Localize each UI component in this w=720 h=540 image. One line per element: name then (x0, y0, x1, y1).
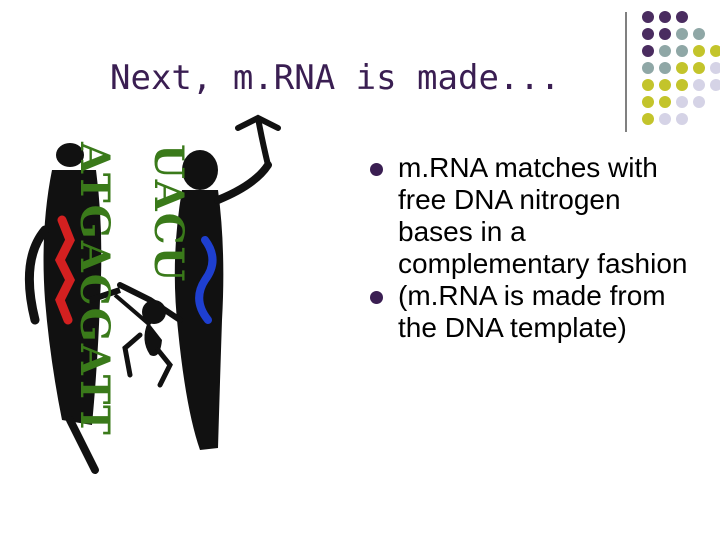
grid-dot (659, 28, 671, 40)
grid-dot (693, 96, 705, 108)
grid-dot (676, 11, 688, 23)
bullet-item: (m.RNA is made from the DNA template) (370, 280, 700, 344)
grid-dot (642, 45, 654, 57)
grid-dot (676, 28, 688, 40)
grid-dot (659, 96, 671, 108)
dna-figure (24, 143, 121, 474)
bullet-text: m.RNA matches with free DNA nitrogen bas… (398, 152, 688, 279)
grid-dot (710, 45, 720, 57)
bullet-text: (m.RNA is made from the DNA template) (398, 280, 666, 343)
bullet-item: m.RNA matches with free DNA nitrogen bas… (370, 152, 700, 280)
grid-dot (642, 113, 654, 125)
grid-dot (659, 45, 671, 57)
bullet-dot-icon (370, 163, 383, 176)
grid-dot (642, 11, 654, 23)
bullet-list: m.RNA matches with free DNA nitrogen bas… (370, 152, 700, 344)
grid-dot (642, 79, 654, 91)
grid-dot (659, 11, 671, 23)
grid-dot (642, 62, 654, 74)
grid-dot (676, 79, 688, 91)
grid-dot (693, 45, 705, 57)
small-figure (113, 293, 173, 388)
grid-dot (693, 79, 705, 91)
grid-dot (676, 113, 688, 125)
grid-dot (676, 96, 688, 108)
grid-dot (693, 28, 705, 40)
grid-dot (659, 62, 671, 74)
rna-sequence-label: UACU (145, 144, 192, 284)
rna-figure (117, 114, 281, 450)
grid-dot (710, 62, 720, 74)
grid-dot (710, 79, 720, 91)
grid-dot (642, 28, 654, 40)
dna-sequence-label: ATGACGATT (71, 142, 118, 437)
grid-dot (676, 62, 688, 74)
slide-title: Next, m.RNA is made... (110, 58, 561, 98)
grid-dot (676, 45, 688, 57)
grid-dot (642, 96, 654, 108)
grid-dot (659, 113, 671, 125)
grid-dot (693, 62, 705, 74)
bullet-dot-icon (370, 291, 383, 304)
grid-dot (659, 79, 671, 91)
